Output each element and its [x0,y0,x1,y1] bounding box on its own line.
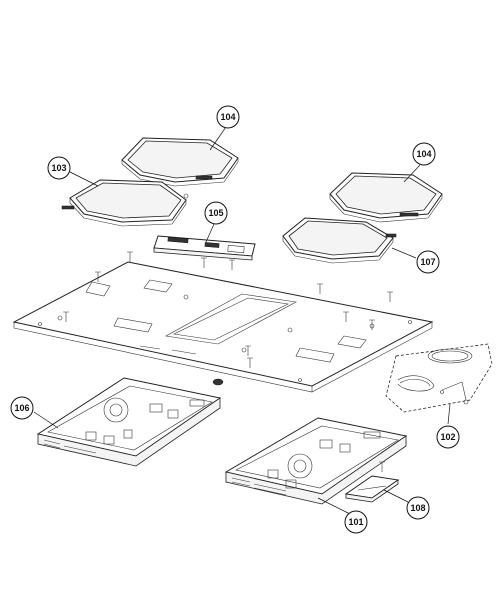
induction-coil-103 [61,179,189,227]
mounting-screws [63,251,393,368]
callout-label: 103 [51,163,66,173]
callout-107: 107 [416,250,440,274]
callout-108: 108 [406,496,430,520]
callout-106: 106 [10,396,34,420]
callout-label: 102 [440,432,455,442]
cable-kit-102 [385,343,493,413]
leader-lines [33,123,451,515]
callout-102: 102 [436,425,460,449]
callout-label: 106 [14,403,29,413]
callout-105: 105 [204,201,228,225]
callout-104-right: 104 [412,142,436,166]
callout-101: 101 [344,510,368,534]
bracket-108 [344,461,400,503]
control-board-105 [153,235,256,261]
callout-label: 104 [416,149,431,159]
induction-coil-107 [282,217,397,264]
power-module-106 [36,377,224,467]
power-module-101 [224,417,408,505]
callout-label: 108 [410,503,425,513]
callout-103: 103 [47,156,71,180]
induction-coil-104-top [121,137,239,187]
callout-label: 104 [220,112,235,122]
callout-label: 107 [420,257,435,267]
callout-label: 105 [208,208,223,218]
callout-label: 101 [348,517,363,527]
callout-104-top: 104 [216,105,240,129]
induction-coil-104-right [329,172,443,223]
base-plate [12,261,434,393]
